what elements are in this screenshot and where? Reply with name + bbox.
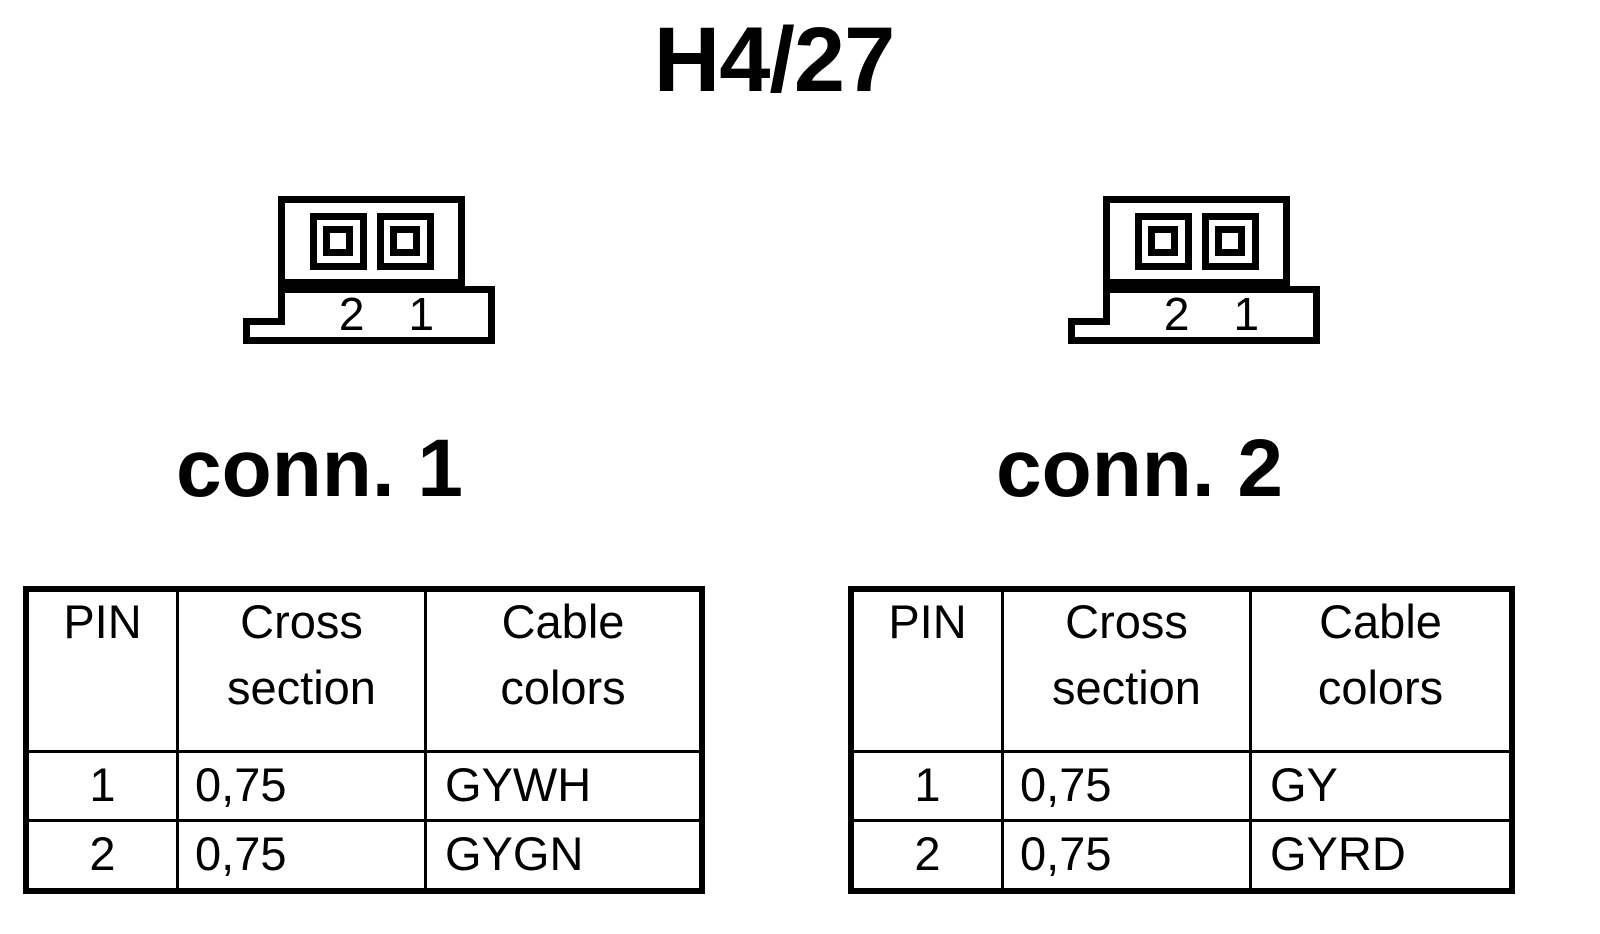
cell-cable-colors: GYGN [424,819,704,893]
header-cross-section-line2: section [227,660,376,714]
header-cable-colors-line1: Cable [501,595,625,648]
connector-2-pin-table: PIN Cross section Cable colors 1 0,75 GY… [848,586,1515,894]
pin-cavity-row [285,203,458,279]
table-row: 1 0,75 GYWH [24,750,704,822]
connector-latch-tab-icon [243,318,285,344]
table-header-row: PIN Cross section Cable colors [24,587,704,753]
pin-number-label: 2 [1163,287,1190,340]
pin-number-label: 1 [1233,287,1260,340]
cell-cable-colors: GYWH [424,750,704,822]
header-cable-colors: Cable colors [1249,587,1514,753]
pin-cavity-icon [1134,212,1192,270]
cell-pin: 2 [24,819,179,893]
pin-cavity-icon [1201,212,1259,270]
pin-cavity-icon [376,212,434,270]
header-cross-section: Cross section [1001,587,1252,753]
pin-number-label: 1 [408,287,435,340]
table-row: 2 0,75 GYGN [24,819,704,893]
cell-cross-section: 0,75 [1001,819,1252,893]
cell-pin: 1 [24,750,179,822]
header-cross-section-line1: Cross [240,595,363,648]
pin-cavity-icon [309,212,367,270]
header-pin: PIN [24,587,179,753]
connector-symbol-1: 2 1 [243,196,503,348]
page-title: H4/27 [653,9,896,111]
cell-cross-section: 0,75 [176,750,427,822]
pin-contact-icon [1215,226,1245,256]
table-header-row: PIN Cross section Cable colors [849,587,1514,753]
connector-housing-lower: 2 1 [1103,286,1320,344]
pin-contact-icon [390,226,420,256]
pin-contact-icon [1148,226,1178,256]
header-cable-colors-line1: Cable [1319,595,1442,648]
cell-pin: 1 [849,750,1004,822]
connector-housing-upper [1103,196,1290,286]
pin-cavity-row [1110,203,1283,279]
connector-1-heading: conn. 1 [176,423,464,514]
connector-2-heading: conn. 2 [996,423,1284,514]
table-row: 1 0,75 GY [849,750,1514,822]
cell-cable-colors: GY [1249,750,1514,822]
table-row: 2 0,75 GYRD [849,819,1514,893]
pin-number-row: 2 1 [285,287,488,340]
header-pin: PIN [849,587,1004,753]
connector-1-pin-table: PIN Cross section Cable colors 1 0,75 GY… [23,586,705,894]
cell-cable-colors: GYRD [1249,819,1514,893]
header-cross-section-line2: section [1052,660,1201,714]
pin-number-label: 2 [338,287,365,340]
cell-pin: 2 [849,819,1004,893]
cell-cross-section: 0,75 [1001,750,1252,822]
header-cross-section: Cross section [176,587,427,753]
pin-contact-icon [323,226,353,256]
header-cross-section-line1: Cross [1065,595,1188,648]
connector-housing-lower: 2 1 [278,286,495,344]
connector-symbol-2: 2 1 [1068,196,1328,348]
connector-latch-tab-icon [1068,318,1110,344]
header-cable-colors-line2: colors [500,660,626,714]
header-cable-colors: Cable colors [424,587,704,753]
pin-number-row: 2 1 [1110,287,1313,340]
cell-cross-section: 0,75 [176,819,427,893]
header-cable-colors-line2: colors [1317,660,1444,714]
connector-housing-upper [278,196,465,286]
